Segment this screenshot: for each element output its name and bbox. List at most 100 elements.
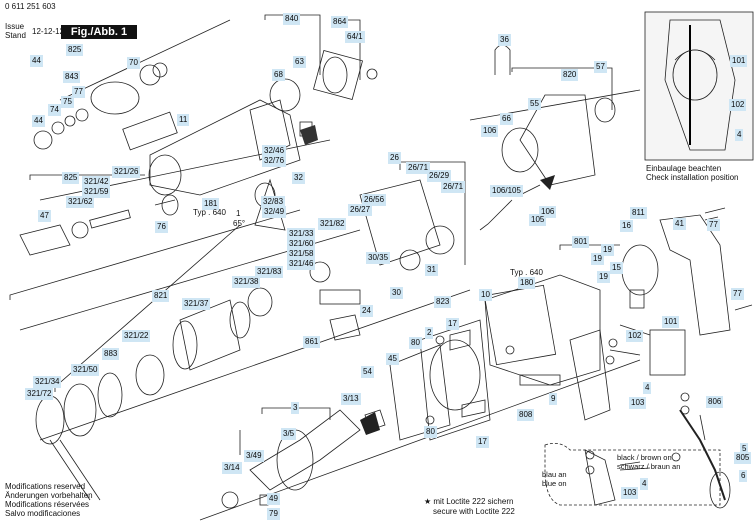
part-label[interactable]: 32/76 [262, 155, 287, 167]
part-label[interactable]: 820 [561, 69, 579, 81]
part-label[interactable]: 321/38 [232, 276, 261, 288]
part-label[interactable]: 3/5 [281, 428, 297, 440]
part-label[interactable]: 11 [177, 114, 190, 126]
part-label[interactable]: 30/35 [366, 252, 391, 264]
part-label[interactable]: 102 [729, 99, 747, 111]
part-label[interactable]: 26/27 [348, 204, 373, 216]
part-label[interactable]: 26 [388, 152, 401, 164]
part-label[interactable]: 808 [517, 409, 535, 421]
part-label[interactable]: 321/22 [122, 330, 151, 342]
part-label[interactable]: 77 [72, 86, 85, 98]
part-label[interactable]: 49 [267, 493, 280, 505]
part-label[interactable]: 10 [479, 289, 492, 301]
part-label[interactable]: 64/1 [345, 31, 365, 43]
part-label[interactable]: 3/49 [244, 450, 264, 462]
part-label[interactable]: 26/56 [362, 194, 387, 206]
part-label[interactable]: 79 [267, 508, 280, 520]
part-label[interactable]: 19 [597, 271, 610, 283]
part-label[interactable]: 9 [549, 393, 558, 405]
part-label[interactable]: 321/60 [287, 238, 316, 250]
part-label[interactable]: 321/59 [82, 186, 111, 198]
part-label[interactable]: 825 [62, 172, 80, 184]
part-label[interactable]: 80 [409, 337, 422, 349]
part-label[interactable]: 864 [331, 16, 349, 28]
part-label[interactable]: 3/13 [341, 393, 361, 405]
part-label[interactable]: 101 [662, 316, 680, 328]
part-label[interactable]: 19 [591, 253, 604, 265]
part-label[interactable]: 101 [730, 55, 748, 67]
part-label[interactable]: 44 [30, 55, 43, 67]
part-label[interactable]: 823 [434, 296, 452, 308]
part-label[interactable]: 105 [529, 214, 547, 226]
part-label[interactable]: 26/71 [406, 162, 431, 174]
part-label[interactable]: 180 [518, 277, 536, 289]
part-label[interactable]: 26/71 [441, 181, 466, 193]
part-label[interactable]: 32/83 [261, 196, 286, 208]
part-label[interactable]: 75 [61, 96, 74, 108]
part-label[interactable]: 321/50 [71, 364, 100, 376]
part-label[interactable]: 181 [202, 198, 220, 210]
part-label[interactable]: 321/72 [25, 388, 54, 400]
part-label[interactable]: 106 [481, 125, 499, 137]
part-label[interactable]: 321/83 [255, 266, 284, 278]
part-label[interactable]: 321/82 [318, 218, 347, 230]
part-label[interactable]: 321/37 [182, 298, 211, 310]
part-label[interactable]: 883 [102, 348, 120, 360]
part-label[interactable]: 24 [360, 305, 373, 317]
part-label[interactable]: 63 [293, 56, 306, 68]
part-label[interactable]: 57 [594, 61, 607, 73]
part-label[interactable]: 76 [155, 221, 168, 233]
part-label[interactable]: 68 [272, 69, 285, 81]
part-label[interactable]: 6 [739, 470, 748, 482]
part-label[interactable]: 321/33 [287, 228, 316, 240]
part-label[interactable]: 103 [629, 397, 647, 409]
part-label[interactable]: 3 [291, 402, 300, 414]
part-label[interactable]: 4 [643, 382, 652, 394]
part-label[interactable]: 840 [283, 13, 301, 25]
part-label[interactable]: 32/49 [262, 206, 287, 218]
part-label[interactable]: 19 [601, 244, 614, 256]
part-label[interactable]: 45 [386, 353, 399, 365]
part-label[interactable]: 17 [476, 436, 489, 448]
part-label[interactable]: 77 [707, 219, 720, 231]
part-label[interactable]: 2 [425, 327, 434, 339]
part-label[interactable]: 17 [446, 318, 459, 330]
part-label[interactable]: 821 [152, 290, 170, 302]
part-label[interactable]: 321/58 [287, 248, 316, 260]
part-label[interactable]: 66 [500, 113, 513, 125]
part-label[interactable]: 41 [673, 218, 686, 230]
part-label[interactable]: 47 [38, 210, 51, 222]
part-label[interactable]: 801 [572, 236, 590, 248]
part-label[interactable]: 80 [424, 426, 437, 438]
part-label[interactable]: 31 [425, 264, 438, 276]
part-label[interactable]: 5 [740, 443, 749, 455]
part-label[interactable]: 70 [127, 57, 140, 69]
part-label[interactable]: 30 [390, 287, 403, 299]
part-label[interactable]: 4 [640, 478, 649, 490]
part-label[interactable]: 102 [626, 330, 644, 342]
part-label[interactable]: 15 [610, 262, 623, 274]
part-label[interactable]: 321/34 [33, 376, 62, 388]
part-label[interactable]: 54 [361, 366, 374, 378]
part-label[interactable]: 3/14 [222, 462, 242, 474]
part-label[interactable]: 103 [621, 487, 639, 499]
part-label[interactable]: 77 [731, 288, 744, 300]
part-label[interactable]: 106/105 [490, 185, 523, 197]
part-label[interactable]: 321/46 [287, 258, 316, 270]
part-label[interactable]: 44 [32, 115, 45, 127]
part-label[interactable]: 16 [620, 220, 633, 232]
part-label[interactable]: 843 [63, 71, 81, 83]
part-label[interactable]: 811 [630, 207, 647, 219]
part-label[interactable]: 825 [66, 44, 84, 56]
part-label[interactable]: 36 [498, 34, 511, 46]
part-label[interactable]: 4 [735, 129, 744, 141]
part-label[interactable]: 321/42 [82, 176, 111, 188]
part-label[interactable]: 74 [48, 104, 61, 116]
part-label[interactable]: 805 [734, 452, 752, 464]
part-label[interactable]: 321/26 [112, 166, 141, 178]
part-label[interactable]: 806 [706, 396, 724, 408]
part-label[interactable]: 32 [292, 172, 305, 184]
part-label[interactable]: 861 [303, 336, 321, 348]
part-label[interactable]: 321/62 [66, 196, 95, 208]
part-label[interactable]: 32/46 [262, 145, 287, 157]
